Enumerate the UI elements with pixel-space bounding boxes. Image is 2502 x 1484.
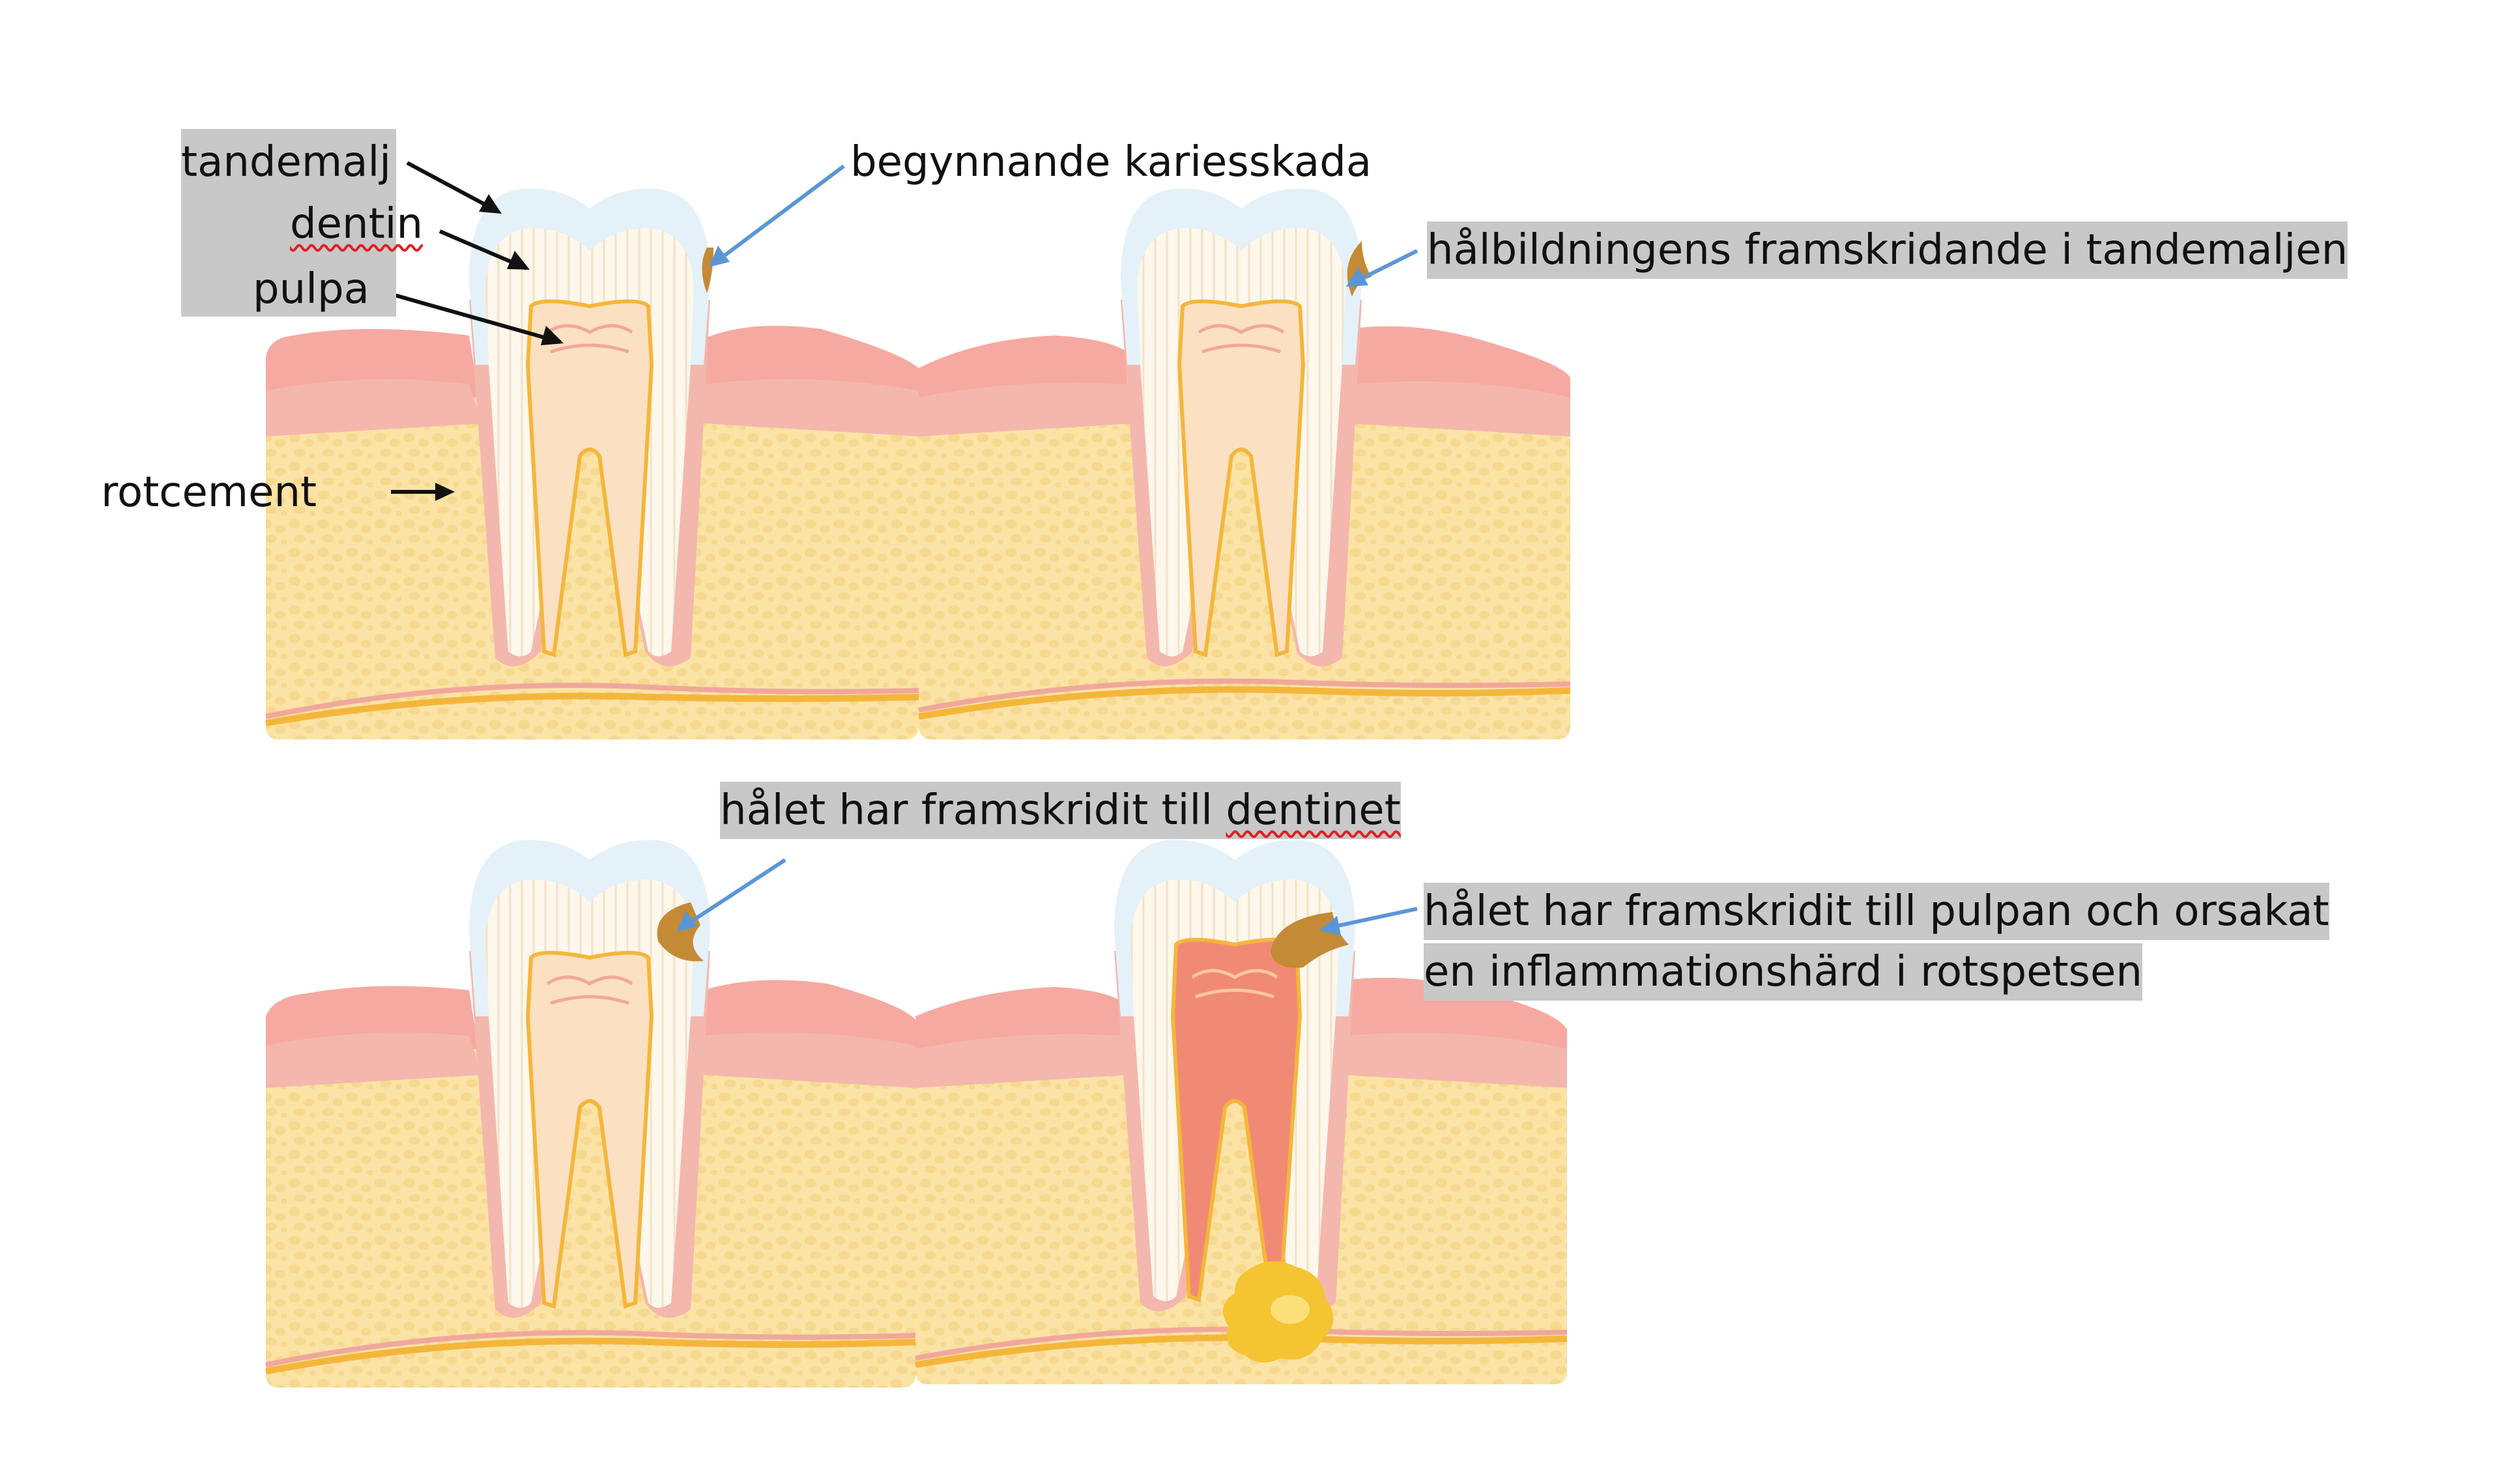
vessel-line-panel1 [265, 683, 919, 719]
gum-band-right-panel1 [704, 379, 919, 436]
nerve-line-panel2 [918, 686, 1571, 720]
arrow-tandemalj [406, 161, 500, 214]
arrowhead-begynnande [709, 246, 730, 267]
caries-initial [702, 248, 713, 293]
label-halbildning: hålbildningens framskridande i tandemalj… [1427, 221, 2348, 279]
arrowhead-dentinet [676, 911, 697, 932]
gum-band-right-panel4 [1342, 1033, 1567, 1088]
arrow-dentinet [680, 858, 786, 930]
arrow-pulpa [387, 291, 561, 344]
bone-panel4 [915, 1049, 1567, 1384]
label-begynnande-kariesskada: begynnande kariesskada [850, 138, 1372, 186]
caries-dentin [657, 902, 704, 962]
label-pulpan-line2: en inflammationshärd i rotspetsen [1424, 943, 2142, 1001]
label-tandemalj: tandemalj [181, 138, 391, 186]
gum-band-left-panel2 [919, 382, 1134, 436]
pulp-chamber-panel3 [525, 950, 654, 1309]
label-framskridit-dentinet: hålet har framskridit till dentinet [720, 782, 1401, 839]
label-dentinet-word: dentinet [1226, 786, 1401, 835]
panel-pulp-infection [915, 840, 1568, 1384]
arrow-begynnande [712, 164, 845, 266]
label-dentin: dentin [290, 200, 423, 248]
pointer-arrows [387, 161, 1418, 935]
gum-band-left-panel4 [915, 1034, 1130, 1088]
arrowhead-pulpa [541, 326, 564, 345]
pulp-chamber-panel1 [525, 299, 654, 657]
pulp-vessels-panel1 [546, 324, 633, 354]
arrowhead-pulpan [1319, 916, 1341, 935]
gum-band-left-panel1 [266, 379, 482, 436]
arrow-pulpan [1325, 907, 1418, 930]
pulp-vessels-panel3 [546, 975, 633, 1005]
arrowhead-tandemalj [479, 194, 502, 214]
gum-band-left-panel3 [266, 1033, 482, 1088]
label-dentinet-prefix: hålet har framskridit till [720, 786, 1226, 835]
vessel-line-panel2 [918, 678, 1571, 713]
panel-dentin-caries [265, 840, 916, 1388]
bone-panel2 [919, 397, 1570, 739]
label-highlight-notch [181, 189, 253, 254]
bone-panel3 [266, 1049, 915, 1388]
gum-band-right-panel2 [1349, 381, 1570, 436]
nerve-line-panel1 [265, 692, 919, 726]
label-rotcement: rotcement [101, 468, 317, 517]
arrowhead-dentin [507, 251, 530, 270]
panel-enamel-caries [918, 188, 1571, 739]
vessel-line-panel3 [265, 1330, 916, 1367]
label-pulpa: pulpa [253, 265, 369, 313]
pulp-chamber-panel2 [1177, 299, 1306, 657]
pulp-vessels-panel2 [1198, 324, 1285, 354]
gum-band-right-panel3 [704, 1033, 915, 1088]
arrowhead-rotcement [435, 483, 455, 501]
pulp-vessels-panel4 [1191, 969, 1278, 999]
label-pulpan-line1: hålet har framskridit till pulpan och or… [1424, 883, 2329, 940]
bone-panel1 [266, 397, 919, 739]
abscess-highlight [1271, 1295, 1310, 1324]
arrowhead-halbildning [1346, 267, 1368, 287]
nerve-line-panel3 [265, 1337, 916, 1375]
